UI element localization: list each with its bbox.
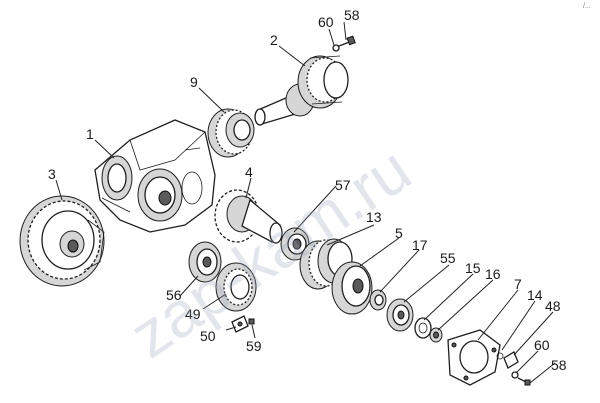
callout-3: 3 <box>48 166 56 182</box>
part-3-crown-gear <box>19 195 105 287</box>
part-50-lock-plate <box>231 315 249 333</box>
part-60-washer-bottom <box>511 371 519 379</box>
callout-50: 50 <box>200 328 216 344</box>
part-4-pinion-gear <box>214 189 283 244</box>
part-5-carrier <box>331 261 373 315</box>
part-56-bearing <box>188 241 222 283</box>
callout-4: 4 <box>245 164 253 180</box>
part-2-input-shaft <box>254 55 349 126</box>
callout-58-bottom: 58 <box>551 357 567 373</box>
corner-mark: /... <box>583 3 591 10</box>
callout-56: 56 <box>166 287 182 303</box>
part-7-cover <box>447 329 501 386</box>
part-9-splined-clutch <box>207 108 255 158</box>
callout-16: 16 <box>485 266 501 282</box>
callout-17: 17 <box>412 237 428 253</box>
callout-2: 2 <box>270 32 278 48</box>
callout-60-top: 60 <box>318 14 334 30</box>
callout-14: 14 <box>527 287 543 303</box>
callout-55: 55 <box>440 250 456 266</box>
callout-7: 7 <box>514 276 522 292</box>
callout-49: 49 <box>185 306 201 322</box>
part-49-ring-gear <box>215 262 257 312</box>
part-17-seal <box>369 289 387 311</box>
callout-13: 13 <box>366 209 382 225</box>
leader-lines <box>55 21 556 384</box>
part-48-lock-plate <box>503 351 519 369</box>
part-57-bearing <box>280 227 310 261</box>
part-14-gasket <box>496 352 504 360</box>
part-58-bolt-bottom <box>517 377 531 386</box>
callout-58-top: 58 <box>344 7 360 23</box>
callout-9: 9 <box>190 74 198 90</box>
callout-48: 48 <box>545 298 561 314</box>
callout-5: 5 <box>395 225 403 241</box>
part-55-bearing <box>386 298 414 332</box>
part-16-nut <box>429 327 443 343</box>
part-59-bolt <box>248 318 255 325</box>
callout-1: 1 <box>86 126 94 142</box>
callout-labels: 58 60 2 9 1 4 57 3 13 5 17 55 15 16 7 14… <box>48 7 567 373</box>
callout-60-bottom: 60 <box>534 337 550 353</box>
callout-57: 57 <box>335 177 351 193</box>
callout-15: 15 <box>465 260 481 276</box>
callout-59: 59 <box>246 338 262 354</box>
part-15-ring <box>414 317 432 339</box>
part-60-washer-top <box>332 44 340 52</box>
part-1-housing <box>94 119 216 233</box>
